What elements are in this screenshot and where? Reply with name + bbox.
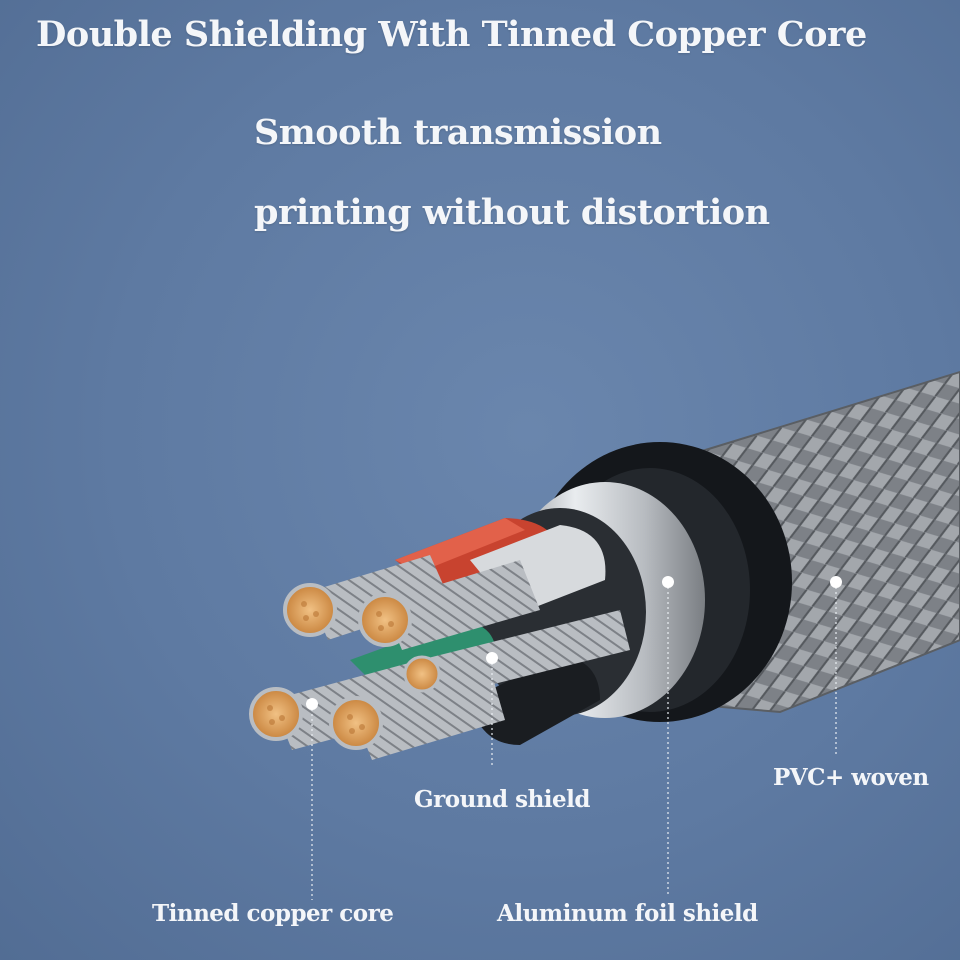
ground-shield <box>470 655 600 745</box>
headline-title: Double Shielding With Tinned Copper Core <box>36 14 867 55</box>
copper-core-5 <box>329 696 383 750</box>
copper-core-1 <box>283 583 337 637</box>
callout-dot-foil <box>662 576 674 588</box>
label-ground-shield: Ground shield <box>414 786 591 813</box>
callout-dot-ground <box>486 652 498 664</box>
label-tinned-copper-core: Tinned copper core <box>152 900 394 927</box>
callout-dot-pvc <box>830 576 842 588</box>
copper-core-2 <box>358 593 412 647</box>
headline-subtitle-2: printing without distortion <box>254 192 770 233</box>
label-aluminum-foil-shield: Aluminum foil shield <box>497 900 758 927</box>
copper-core-3 <box>403 655 441 693</box>
label-pvc-woven: PVC+ woven <box>773 764 929 791</box>
copper-core-4 <box>249 687 303 741</box>
headline-subtitle-1: Smooth transmission <box>254 112 662 153</box>
callout-dot-core <box>306 698 318 710</box>
